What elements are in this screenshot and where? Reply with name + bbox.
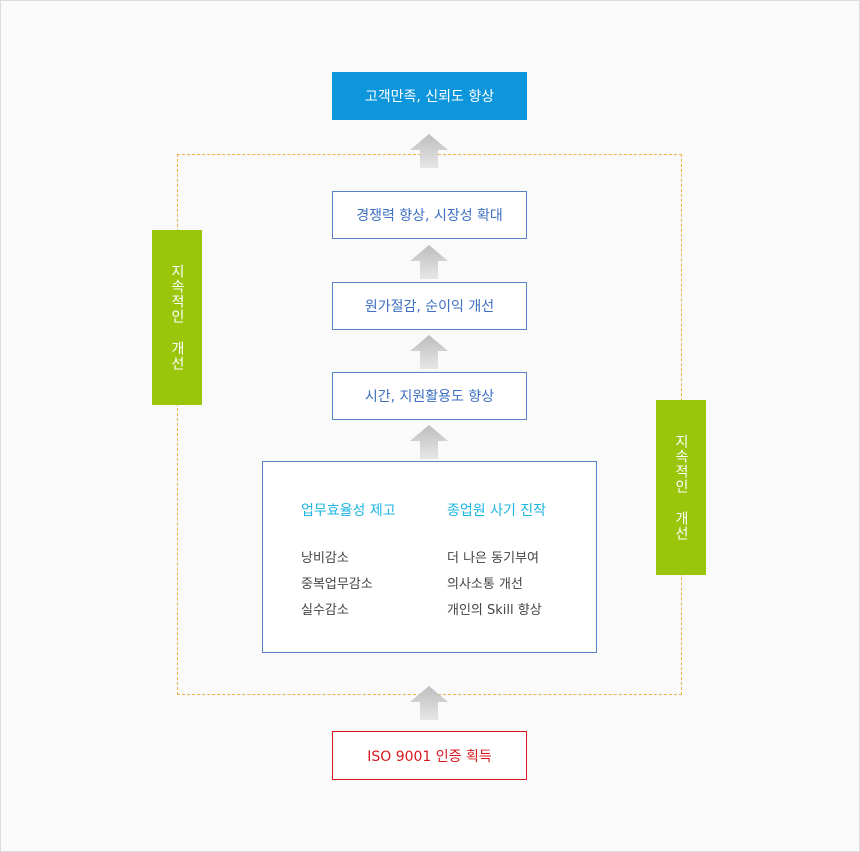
- column-title-morale: 종업원 사기 진작: [447, 503, 547, 519]
- list-item: 더 나은 동기부여: [447, 551, 539, 566]
- step-label-competitiveness: 경쟁력 향상, 시장성 확대: [356, 208, 503, 224]
- side-label-right-text: 지속적인 개선: [673, 434, 689, 541]
- step-box-competitiveness: 경쟁력 향상, 시장성 확대: [332, 191, 527, 239]
- column-efficiency: 업무효율성 제고 낭비감소 중복업무감소 실수감소: [301, 500, 396, 624]
- step-box-cost-reduction: 원가절감, 순이익 개선: [332, 282, 527, 330]
- column-morale: 종업원 사기 진작 더 나은 동기부여 의사소통 개선 개인의 Skill 향상: [447, 500, 546, 624]
- up-arrow-icon: [410, 425, 448, 459]
- iso-certification-box: ISO 9001 인증 획득: [332, 731, 527, 780]
- foundation-box: 업무효율성 제고 낭비감소 중복업무감소 실수감소 종업원 사기 진작 더 나은…: [262, 461, 597, 653]
- list-item: 의사소통 개선: [447, 577, 523, 592]
- goal-label: 고객만족, 신뢰도 향상: [364, 89, 495, 105]
- up-arrow-icon: [410, 245, 448, 279]
- step-label-time-resources: 시간, 지원활용도 향상: [364, 389, 495, 405]
- list-item: 중복업무감소: [301, 577, 373, 592]
- iso-label: ISO 9001 인증 획득: [367, 748, 492, 765]
- side-label-left: 지속적인 개선: [152, 230, 202, 405]
- goal-box: 고객만족, 신뢰도 향상: [332, 72, 527, 120]
- list-item: 실수감소: [301, 603, 349, 618]
- up-arrow-icon: [410, 335, 448, 369]
- up-arrow-icon: [410, 134, 448, 168]
- step-box-time-resources: 시간, 지원활용도 향상: [332, 372, 527, 420]
- list-item: 낭비감소: [301, 551, 349, 566]
- up-arrow-icon: [410, 686, 448, 720]
- step-label-cost-reduction: 원가절감, 순이익 개선: [364, 299, 495, 315]
- side-label-right: 지속적인 개선: [656, 400, 706, 575]
- list-item: 개인의 Skill 향상: [447, 603, 542, 618]
- side-label-left-text: 지속적인 개선: [169, 264, 185, 371]
- column-title-efficiency: 업무효율성 제고: [301, 503, 396, 519]
